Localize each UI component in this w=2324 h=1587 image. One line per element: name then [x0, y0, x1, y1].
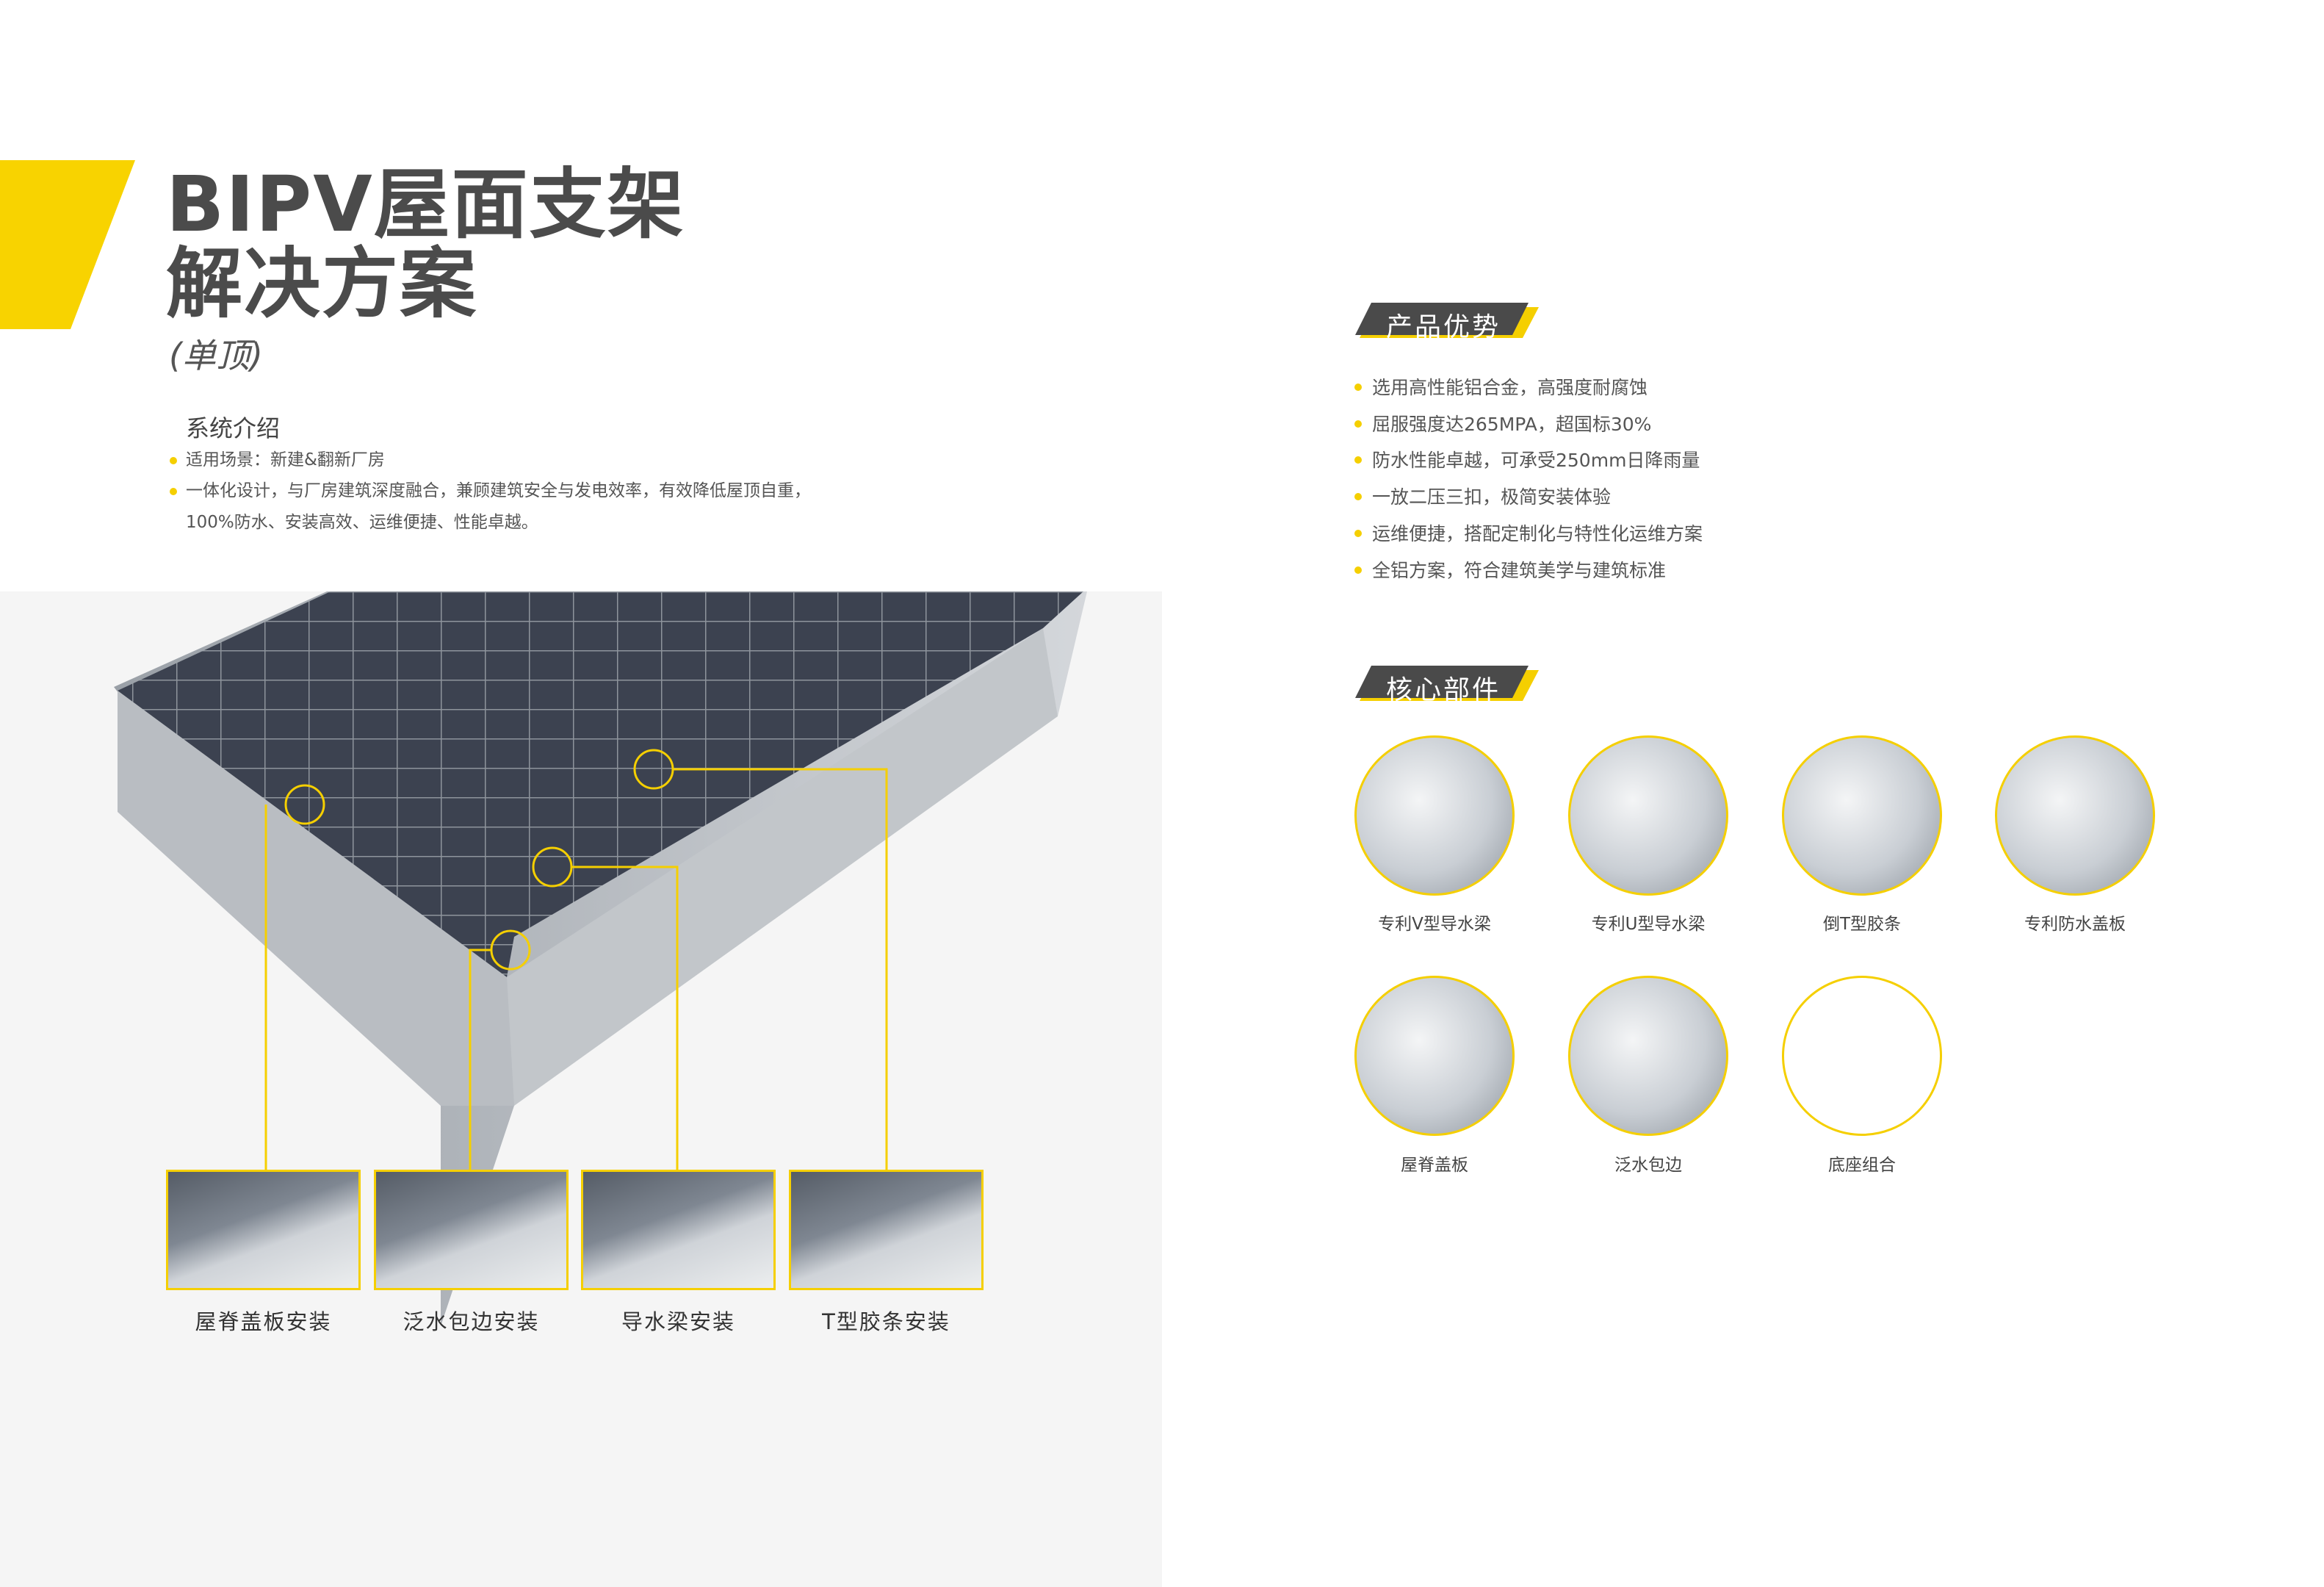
intro-bullet: 一体化设计，与厂房建筑深度融合，兼顾建筑安全与发电效率，有效降低屋顶自重， [186, 481, 811, 500]
advantage-item: 屈服强度达265MPA，超国标30% [1372, 414, 1652, 435]
component-image-u-gutter [1568, 735, 1728, 896]
bullet-icon [1354, 493, 1362, 500]
roof-illustration [114, 591, 1087, 1326]
component-label: 专利U型导水梁 [1591, 915, 1706, 934]
page-title-line2: 解决方案 [166, 239, 478, 328]
bullet-icon [1354, 384, 1362, 391]
advantage-item: 选用高性能铝合金，高强度耐腐蚀 [1372, 377, 1648, 398]
install-label: T型胶条安装 [822, 1309, 950, 1334]
page-title-line1: BIPV屋面支架 [166, 159, 685, 249]
bullet-icon [1354, 566, 1362, 574]
component-image-cover [1995, 735, 2155, 896]
bullet-icon [1354, 456, 1362, 464]
component-label: 屋脊盖板 [1401, 1156, 1468, 1175]
component-label: 泛水包边 [1614, 1156, 1682, 1175]
advantage-item: 防水性能卓越，可承受250mm日降雨量 [1372, 450, 1700, 471]
bullet-icon [1354, 530, 1362, 537]
install-thumb-tstrip [789, 1170, 984, 1290]
intro-bullet-cont: 100%防水、安装高效、运维便捷、性能卓越。 [186, 513, 538, 532]
component-image-ridge [1354, 976, 1515, 1136]
install-thumb-gutter [581, 1170, 776, 1290]
intro-bullet: 适用场景：新建&翻新厂房 [186, 450, 385, 469]
bullet-icon [170, 457, 177, 464]
component-image-t-strip [1782, 735, 1942, 896]
advantage-item: 一放二压三扣，极简安装体验 [1372, 486, 1612, 508]
advantages-heading: 产品优势 [1386, 312, 1501, 342]
components-heading: 核心部件 [1386, 675, 1501, 705]
component-image-base [1782, 976, 1942, 1136]
intro-heading: 系统介绍 [186, 414, 281, 442]
yellow-accent-shape [0, 160, 135, 329]
install-label: 导水梁安装 [621, 1309, 735, 1334]
component-label: 专利V型导水梁 [1378, 915, 1491, 934]
advantage-item: 运维便捷，搭配定制化与特性化运维方案 [1372, 523, 1703, 544]
components-badge: 核心部件 [1355, 664, 1539, 705]
install-label: 屋脊盖板安装 [195, 1309, 332, 1334]
install-thumb-ridge [166, 1170, 361, 1290]
install-label: 泛水包边安装 [403, 1309, 540, 1334]
bullet-icon [170, 488, 177, 495]
component-image-flashing [1568, 976, 1728, 1136]
bullet-icon [1354, 420, 1362, 428]
component-label: 专利防水盖板 [2024, 915, 2126, 934]
component-label: 倒T型胶条 [1822, 915, 1902, 934]
install-thumb-flashing [374, 1170, 569, 1290]
advantages-badge: 产品优势 [1355, 301, 1539, 342]
page-subtitle: (单顶) [169, 336, 263, 375]
component-image-v-gutter [1354, 735, 1515, 896]
advantage-item: 全铝方案，符合建筑美学与建筑标准 [1372, 560, 1667, 581]
component-label: 底座组合 [1828, 1156, 1896, 1175]
